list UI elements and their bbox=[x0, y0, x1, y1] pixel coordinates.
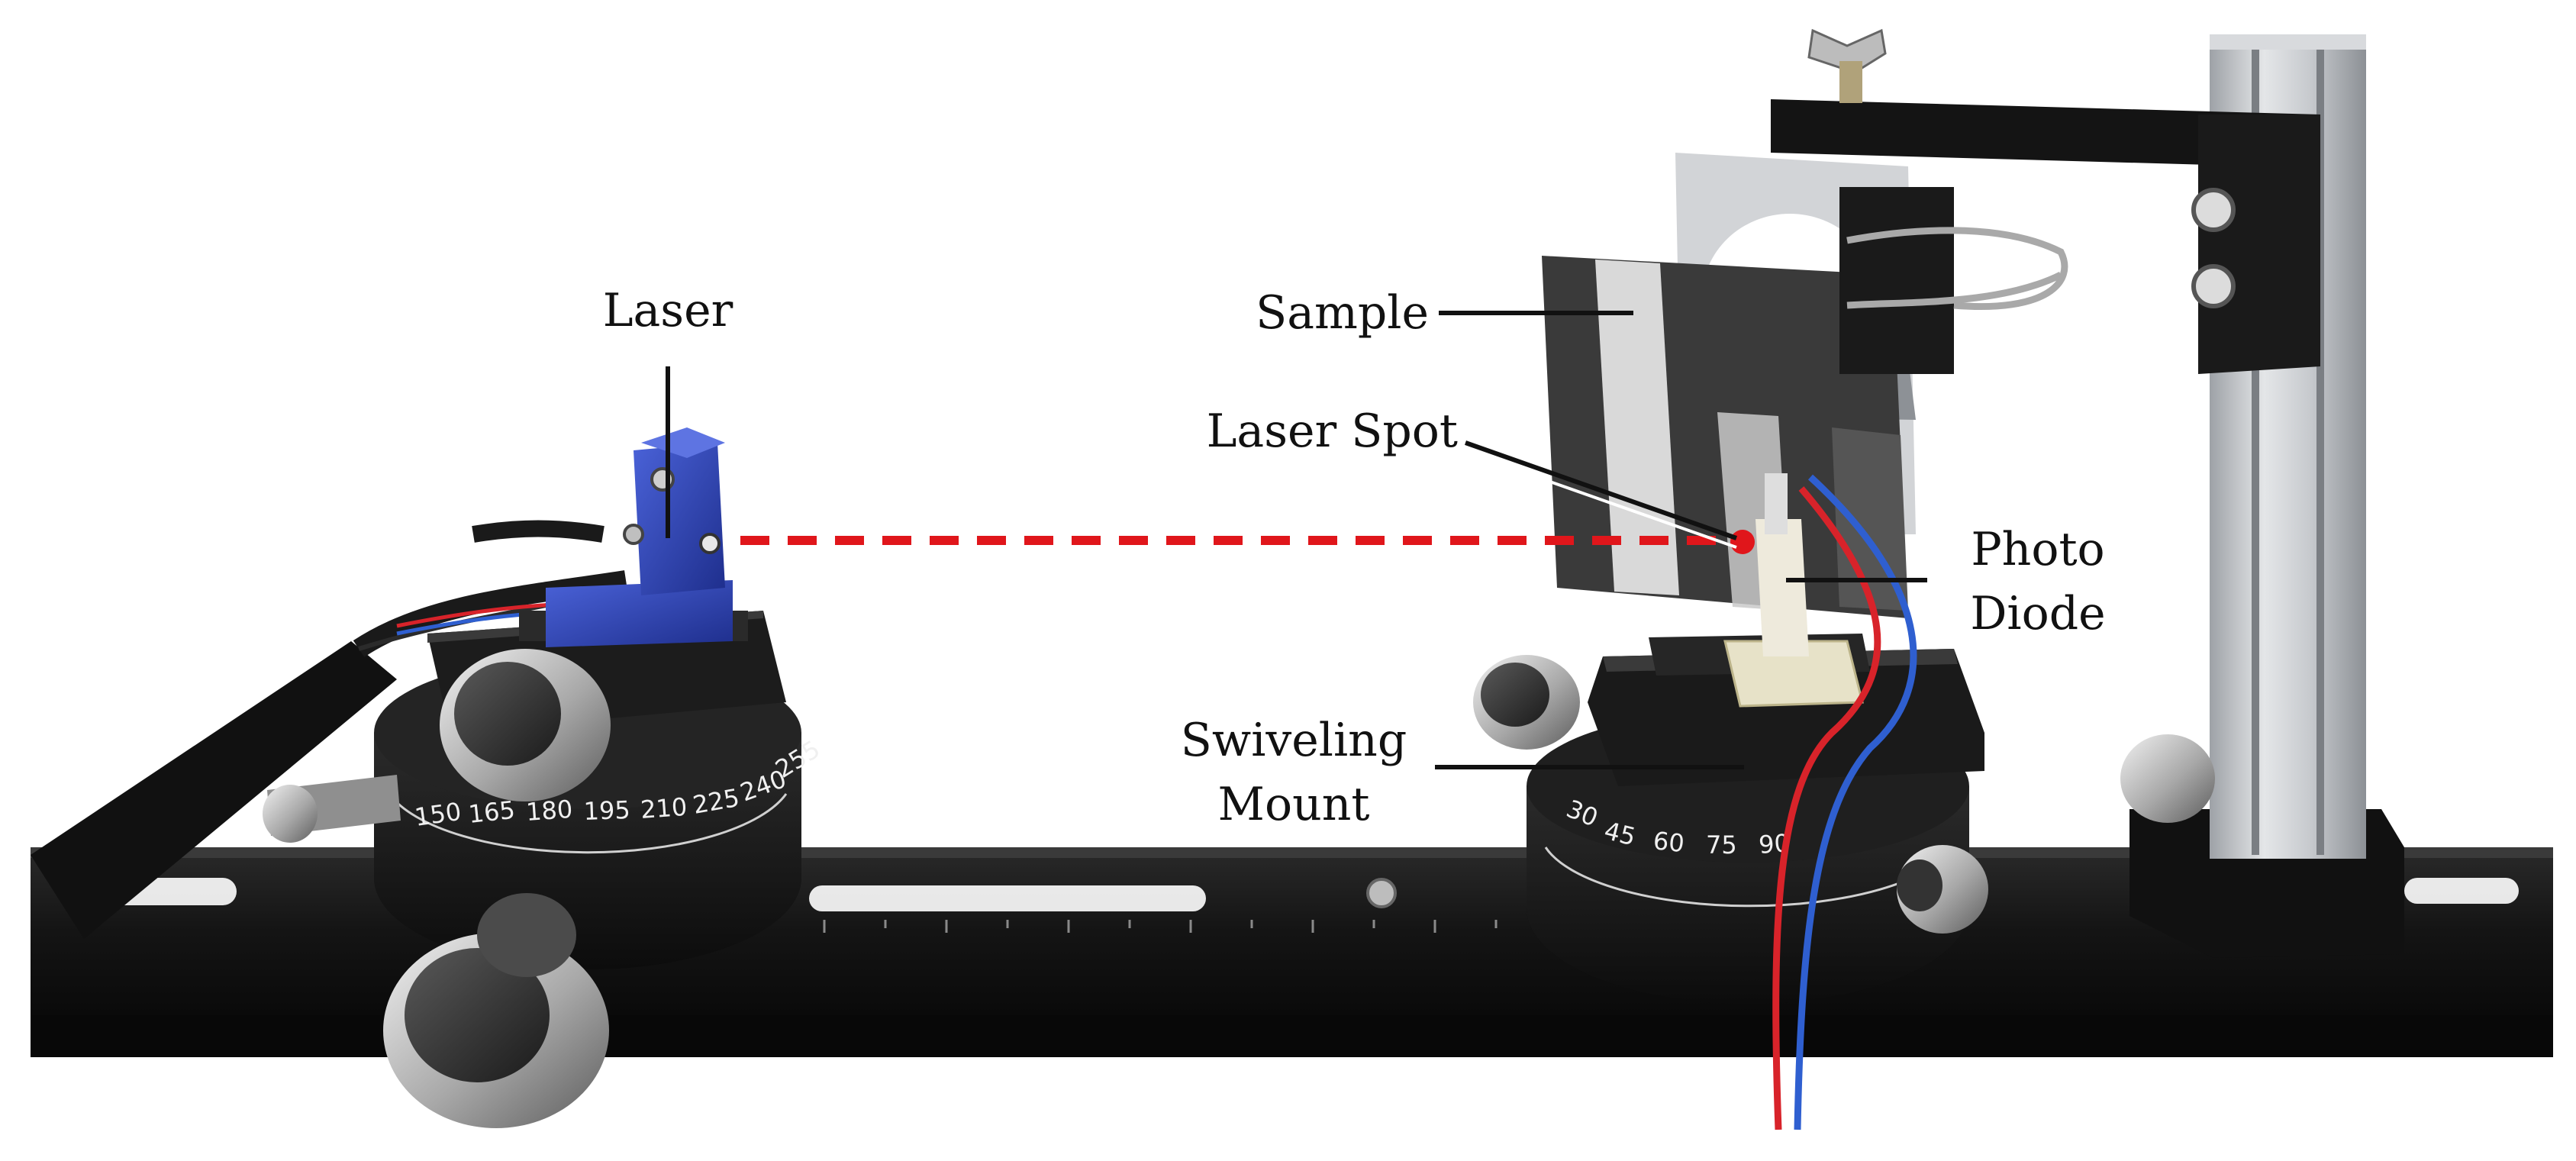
scale-number: 165 bbox=[467, 795, 517, 829]
photo-diode bbox=[1723, 473, 1864, 708]
knurled-knob-icon bbox=[2120, 734, 2215, 823]
scale-number: 60 bbox=[1652, 826, 1685, 858]
leader-lines bbox=[666, 311, 1927, 769]
scale-number: 180 bbox=[525, 795, 574, 827]
swiveling-mount-label: Swiveling Mount bbox=[1168, 708, 1420, 837]
binder-clip bbox=[1839, 187, 2068, 374]
knurled-knob-icon bbox=[1473, 655, 1580, 750]
laser-spot-dot bbox=[1730, 530, 1755, 554]
photo-diode-label-line1: Photo bbox=[1971, 523, 2105, 576]
laser-cable bbox=[31, 520, 627, 939]
laser-spot-leader-line bbox=[1465, 440, 1737, 540]
scale-number: 195 bbox=[583, 795, 630, 826]
laser-housing bbox=[546, 427, 733, 647]
photo-diode-label-line2: Diode bbox=[1970, 587, 2106, 640]
scale-number: 210 bbox=[640, 792, 688, 824]
knurled-knob-icon bbox=[263, 775, 401, 843]
laser-spot-label: Laser Spot bbox=[1206, 405, 1458, 458]
sample-label: Sample bbox=[1256, 286, 1429, 340]
photo-diode-label: Photo Diode bbox=[1939, 518, 2137, 646]
swiveling-mount-label-line1: Swiveling bbox=[1180, 714, 1407, 767]
sample-arm bbox=[1771, 28, 2320, 374]
scale-number: 75 bbox=[1706, 830, 1737, 859]
knurled-knob-icon bbox=[440, 649, 611, 801]
knurled-knob-icon bbox=[383, 893, 609, 1128]
knurled-knob-icon bbox=[1897, 845, 1988, 934]
laser-spot-leader-line-white bbox=[1465, 450, 1737, 549]
laser-label: Laser bbox=[602, 284, 733, 337]
scale-number: 150 bbox=[413, 797, 463, 832]
swiveling-mount-label-line2: Mount bbox=[1217, 778, 1370, 831]
